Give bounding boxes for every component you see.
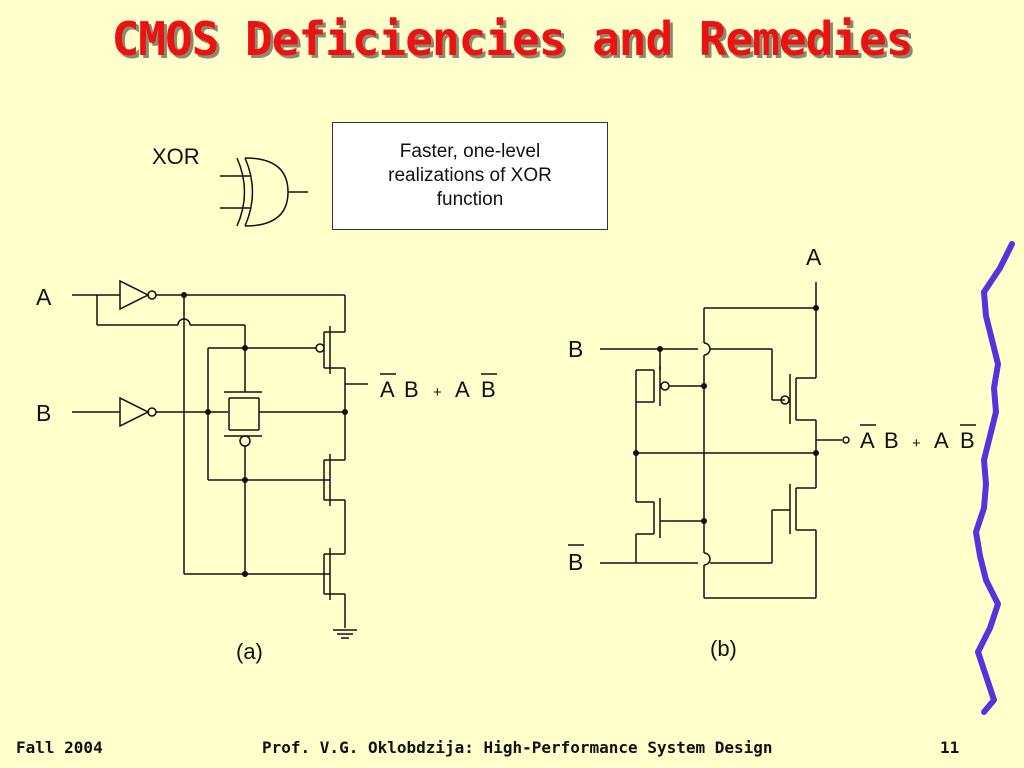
circuit-a-output-b: B [404,377,419,402]
circuit-a-input-b: B [36,400,51,426]
circuit-a-wiring [72,279,368,639]
xor-label: XOR [152,144,200,169]
circuit-b-caption: (b) [710,636,737,661]
circuit-a-output-abar: A [380,377,395,402]
slide-title: CMOS Deficiencies and Remedies [111,12,914,66]
circuit-a-input-a: A [36,284,52,310]
overbars [380,373,976,546]
footer-left: Fall 2004 [16,738,103,757]
circuit-b-output-abar: A [860,428,875,453]
circuit-b-input-a: A [806,244,822,270]
note-text: Faster, one-level realizations of XOR fu… [388,141,552,210]
circuit-b-output-b: B [884,428,899,453]
circuit-b-input-bbar: B [568,549,583,575]
note-box: Faster, one-level realizations of XOR fu… [332,122,608,230]
footer-center: Prof. V.G. Oklobdzija: High-Performance … [262,738,773,757]
circuit-b-wiring [600,282,850,599]
xor-gate-symbol [220,157,308,227]
circuit-a-output-plus: + [433,384,442,401]
circuit-b-output-plus: + [912,435,921,452]
decorative-wave [973,241,1015,715]
circuit-a-output-bbar: B [481,377,496,402]
circuit-b-output-bbar: B [960,428,975,453]
circuit-b-output-a: A [934,428,949,453]
circuit-b-input-b: B [568,336,583,362]
circuit-a-caption: (a) [236,639,263,664]
footer-page-number: 11 [940,738,960,757]
junction-dots [181,292,819,577]
circuit-a-output-a: A [455,377,470,402]
